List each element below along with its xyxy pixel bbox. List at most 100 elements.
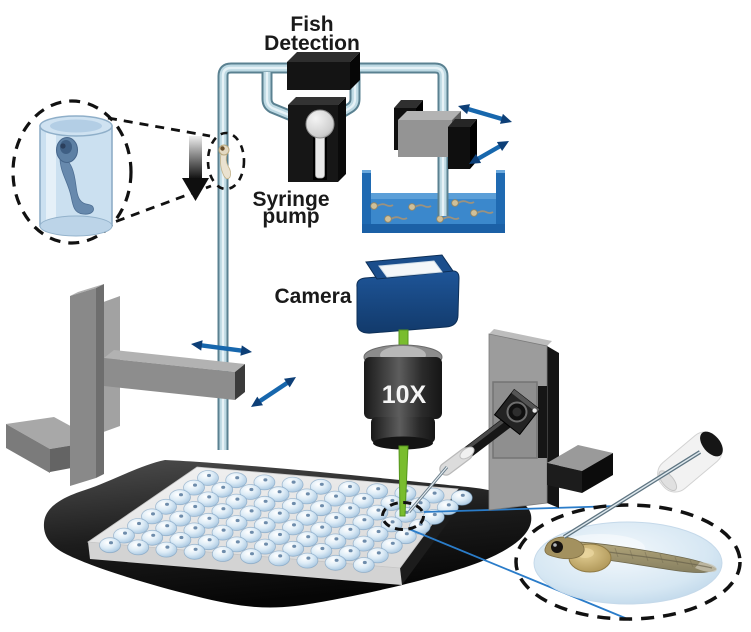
capillary-inset xyxy=(11,99,212,245)
well xyxy=(282,540,305,557)
camera xyxy=(356,254,460,334)
well-meniscus-dot xyxy=(249,509,254,513)
well-meniscus-dot xyxy=(235,497,240,501)
well xyxy=(296,552,319,569)
well-meniscus-dot xyxy=(334,494,338,498)
well xyxy=(450,489,473,506)
well-meniscus-dot xyxy=(362,539,367,543)
well-meniscus-dot xyxy=(137,521,141,526)
well xyxy=(338,481,360,497)
well xyxy=(324,554,347,571)
syringe-pump-label-line2: pump xyxy=(262,205,319,228)
well xyxy=(253,517,276,534)
well xyxy=(197,491,220,508)
well-meniscus-dot xyxy=(207,473,211,478)
well xyxy=(155,520,178,537)
tank-fish xyxy=(384,215,408,223)
well-meniscus-dot xyxy=(179,535,184,540)
objective-magnification-label: 10X xyxy=(382,381,427,409)
well xyxy=(169,489,191,506)
flow-direction-arrow xyxy=(182,136,209,201)
well-meniscus-dot xyxy=(334,515,339,520)
well-meniscus-dot xyxy=(320,546,325,551)
well xyxy=(296,509,318,526)
well xyxy=(338,545,361,562)
capillary-holder xyxy=(562,431,723,539)
well-meniscus-dot xyxy=(235,476,240,480)
syringe-pump xyxy=(288,97,346,182)
well xyxy=(183,522,206,539)
well-meniscus-dot xyxy=(292,544,297,548)
well-meniscus-dot xyxy=(376,551,381,555)
well xyxy=(310,521,333,538)
well-meniscus-dot xyxy=(278,532,282,537)
motion-arrows-group xyxy=(191,104,512,407)
well-meniscus-dot xyxy=(348,484,352,489)
fish-detection-label-line1: Fish xyxy=(290,13,333,36)
well-meniscus-dot xyxy=(179,493,183,497)
well-meniscus-dot xyxy=(376,508,381,512)
well xyxy=(324,533,347,550)
well-meniscus-dot xyxy=(165,524,170,528)
well xyxy=(309,478,332,495)
well-meniscus-dot xyxy=(306,513,310,517)
well xyxy=(352,557,375,573)
tank-stage-arrow-x-icon xyxy=(458,104,512,124)
well xyxy=(268,550,291,567)
dispenser-stage-arrow-x-icon xyxy=(191,340,252,356)
well xyxy=(267,507,290,524)
well-meniscus-dot xyxy=(292,523,296,527)
well xyxy=(197,512,220,529)
well xyxy=(352,492,375,509)
well xyxy=(310,500,332,517)
well xyxy=(155,498,177,515)
well xyxy=(211,546,234,562)
well-meniscus-dot xyxy=(207,538,212,542)
dispenser-stage-arrow-y-icon xyxy=(251,377,296,407)
wells-group xyxy=(99,470,473,573)
well-meniscus-dot xyxy=(291,501,296,506)
well xyxy=(239,505,262,522)
well-meniscus-dot xyxy=(221,528,226,532)
well-meniscus-dot xyxy=(193,547,198,551)
well xyxy=(127,518,149,534)
well xyxy=(211,481,234,498)
well-meniscus-dot xyxy=(109,541,113,545)
tank-bottom xyxy=(362,224,505,233)
well-meniscus-dot xyxy=(165,502,169,506)
optical-beam-lower xyxy=(398,445,409,517)
capillary-opening xyxy=(700,431,723,457)
syringe-pump-label-line1: Syringe xyxy=(252,188,329,211)
well xyxy=(113,527,135,544)
well-meniscus-dot xyxy=(432,491,437,495)
well-meniscus-dot xyxy=(221,549,226,554)
well-meniscus-dot xyxy=(193,526,198,530)
well-meniscus-dot xyxy=(263,478,268,482)
well xyxy=(295,488,318,505)
tank-fish xyxy=(451,199,475,207)
well xyxy=(225,515,248,531)
well-meniscus-dot xyxy=(319,482,324,486)
well xyxy=(366,483,389,500)
objective-lens: 10X xyxy=(363,344,443,450)
tank-stage-clamp xyxy=(394,100,477,169)
well-meniscus-dot xyxy=(249,530,254,534)
well-meniscus-dot xyxy=(390,520,395,524)
well xyxy=(197,470,219,486)
well-plate xyxy=(86,466,473,585)
well-meniscus-dot xyxy=(235,518,240,523)
well-meniscus-dot xyxy=(390,498,395,503)
tank-fish xyxy=(408,203,432,211)
well-meniscus-dot xyxy=(376,529,381,534)
well-meniscus-dot xyxy=(362,560,367,565)
well-meniscus-dot xyxy=(390,541,395,545)
well xyxy=(324,512,347,528)
well xyxy=(183,543,206,560)
larva-eye xyxy=(220,146,225,151)
tank-fish xyxy=(370,202,394,210)
well-meniscus-dot xyxy=(250,552,254,556)
tank-fish-group xyxy=(370,199,494,223)
well-meniscus-dot xyxy=(249,487,254,492)
well-meniscus-dot xyxy=(306,535,311,539)
